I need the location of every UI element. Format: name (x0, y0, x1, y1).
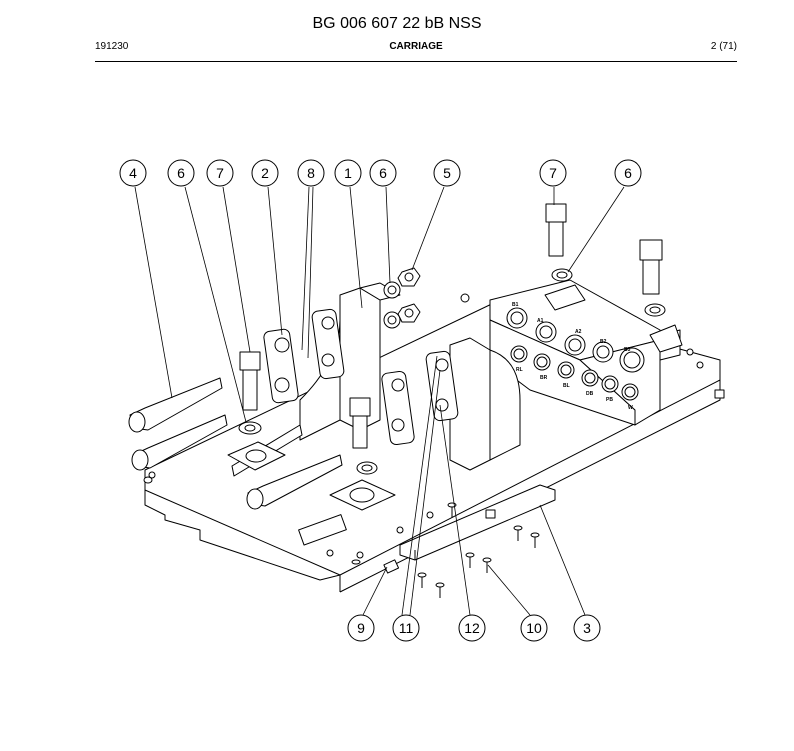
page-number: 2 (71) (710, 41, 737, 52)
callout-bottom (347, 614, 601, 642)
port-label: W (628, 405, 633, 411)
callout-number: 3 (583, 620, 591, 636)
port-label: DB (586, 391, 594, 397)
callout-top (119, 159, 642, 187)
left-bracket (299, 282, 401, 441)
callout-number: 4 (129, 165, 137, 181)
washer (238, 268, 666, 475)
callout-number: 6 (624, 165, 632, 181)
pin (143, 389, 725, 598)
leader-lines (134, 186, 625, 616)
right-bracket (449, 337, 521, 471)
callout-number: 8 (307, 165, 315, 181)
callout-number: 5 (443, 165, 451, 181)
callout-number: 12 (464, 620, 480, 636)
nut (397, 267, 421, 323)
port-label: RL (516, 367, 523, 373)
section-title: CARRIAGE (389, 41, 443, 52)
callout-number: 7 (549, 165, 557, 181)
header-rule (95, 61, 737, 62)
port-label: A1 (537, 318, 544, 324)
port-label: BR (540, 375, 548, 381)
callout-number: 9 (357, 620, 365, 636)
seal-pad (263, 308, 459, 446)
short-bolt (239, 203, 663, 449)
port-label: B2 (600, 339, 607, 345)
port-label: BL (563, 383, 570, 389)
port-label: A2 (575, 329, 582, 335)
document-title: BG 006 607 22 bB NSS (312, 15, 482, 32)
port-label: PB (606, 397, 613, 403)
flange (227, 324, 683, 511)
port-label: B1 (512, 302, 519, 308)
callout-number: 10 (526, 620, 542, 636)
callout-number: 6 (379, 165, 387, 181)
side-plate (399, 484, 556, 561)
callout-number: 2 (261, 165, 269, 181)
port-label: B3 (624, 347, 631, 353)
callout-number: 7 (216, 165, 224, 181)
callout-number: 1 (344, 165, 352, 181)
callout-number: 11 (399, 620, 414, 636)
callout-number: 6 (177, 165, 185, 181)
document-number: 191230 (95, 41, 129, 52)
